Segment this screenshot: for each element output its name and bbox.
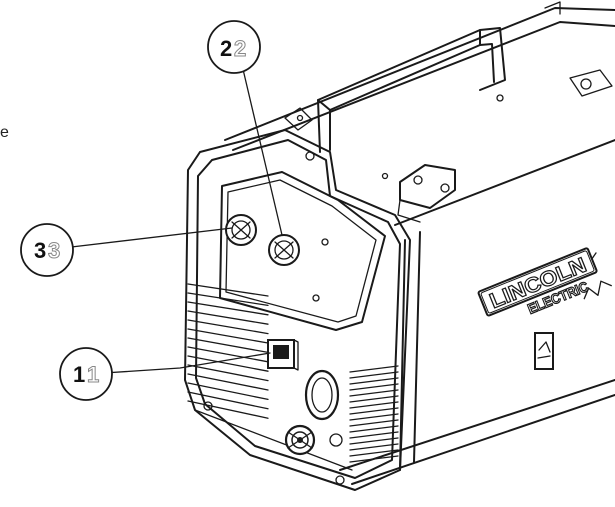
vent-slot (187, 382, 269, 401)
vent-slot (349, 425, 399, 433)
callout-1: 1 1 (59, 347, 271, 401)
oval-receptacle (304, 369, 340, 421)
carry-handle (317, 1, 613, 153)
callout-2-shadow: 2 (234, 36, 246, 61)
top-latch (284, 107, 456, 223)
vent-slot (349, 371, 399, 379)
vent-slot (187, 400, 269, 419)
vent-slot (187, 346, 269, 363)
vent-slot (349, 449, 399, 457)
vent-slot (187, 337, 269, 354)
vent-slot (349, 413, 399, 421)
callout-2-number: 2 (220, 36, 232, 61)
side-vent-louvres (349, 365, 399, 463)
vent-slot (349, 395, 399, 403)
side-label-plate (534, 332, 554, 370)
vent-slot (187, 391, 269, 410)
vent-slot (349, 401, 399, 409)
front-vent-louvres (187, 283, 269, 419)
vent-slot (349, 407, 399, 415)
callout-3-number: 3 (34, 238, 46, 263)
vent-slot (349, 443, 399, 451)
gun-connector-icon (284, 424, 343, 456)
vent-slot (187, 364, 269, 382)
callout-2: 2 2 (207, 20, 283, 236)
vent-slot (349, 419, 399, 427)
vent-slot (349, 389, 399, 397)
power-switch-icon (267, 339, 299, 371)
brand-logo-plate: LINCOLN ELECTRIC (477, 247, 612, 317)
vent-slot (349, 431, 399, 439)
vent-slot (187, 310, 269, 325)
voltage-knob (225, 214, 257, 246)
vent-slot (349, 383, 399, 391)
vent-slot (187, 355, 269, 372)
wire-speed-knob (268, 234, 300, 266)
vent-slot (187, 319, 269, 335)
vent-slot (349, 455, 399, 463)
vent-slot (349, 437, 399, 445)
callout-1-shadow: 1 (87, 362, 99, 387)
vent-slot (187, 373, 269, 391)
vent-slot (187, 292, 269, 307)
callout-1-number: 1 (73, 362, 85, 387)
callout-3: 3 3 (20, 223, 233, 277)
vent-slot (187, 283, 269, 297)
vent-slot (349, 365, 399, 373)
vent-slot (187, 301, 269, 316)
welder-body (224, 7, 615, 485)
vent-slot (187, 328, 269, 344)
control-panel (219, 171, 386, 331)
margin-text-fragment: e (0, 124, 9, 141)
front-frame (184, 129, 411, 491)
vent-slot (349, 377, 399, 385)
callout-3-shadow: 3 (48, 238, 60, 263)
